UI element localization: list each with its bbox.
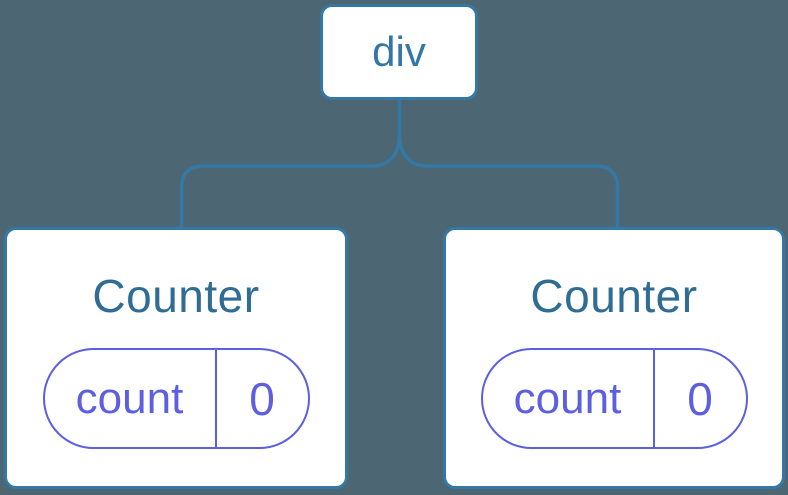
- state-value: 0: [249, 372, 275, 425]
- counter-card-right: Counter count 0: [443, 227, 785, 489]
- root-node-div: div: [320, 4, 478, 100]
- edge-root-to-right-counter: [397, 99, 620, 228]
- state-key: count: [483, 350, 655, 447]
- component-title: Counter: [92, 270, 260, 322]
- counter-card-left: Counter count 0: [4, 227, 348, 489]
- state-value: 0: [687, 372, 713, 425]
- state-pill: count 0: [480, 348, 748, 449]
- component-title: Counter: [530, 270, 698, 322]
- edge-root-to-left-counter: [179, 99, 402, 228]
- state-pill: count 0: [42, 348, 310, 449]
- root-node-label: div: [372, 28, 426, 75]
- state-key: count: [45, 350, 217, 447]
